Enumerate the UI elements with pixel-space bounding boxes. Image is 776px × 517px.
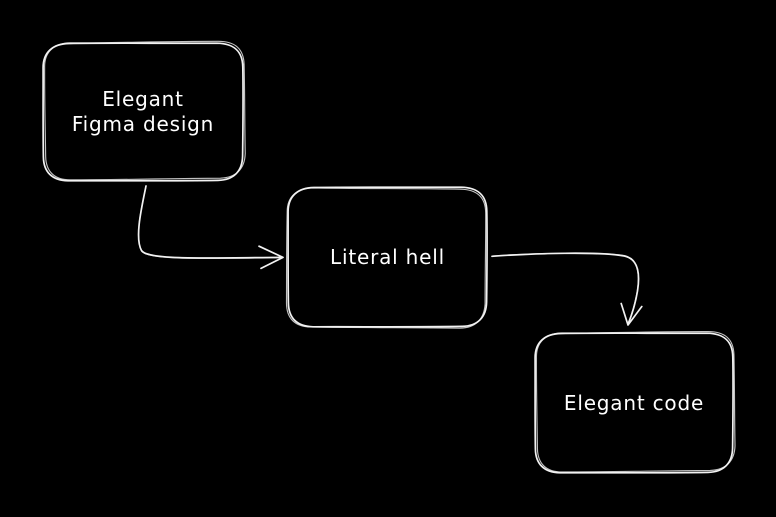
node-elegant-figma-design[interactable]: Elegant Figma design [43,43,243,181]
label-line: Elegant code [563,390,705,415]
label-line: Figma design [71,112,215,136]
label-line: Literal hell [330,244,445,269]
node-box-figma-design [42,40,246,182]
node-label-elegant-code: Elegant code [564,391,704,416]
node-box-literal-hell [285,186,488,329]
node-elegant-code[interactable]: Elegant code [535,333,733,473]
arrow-figma-to-hell[interactable] [137,185,284,270]
node-box-elegant-code [534,331,736,474]
node-label-figma-design: Elegant Figma design [72,87,214,137]
node-literal-hell[interactable]: Literal hell [288,187,487,327]
arrow-hell-to-code[interactable] [491,252,643,326]
node-label-literal-hell: Literal hell [330,245,445,270]
label-line: Elegant [102,87,184,111]
